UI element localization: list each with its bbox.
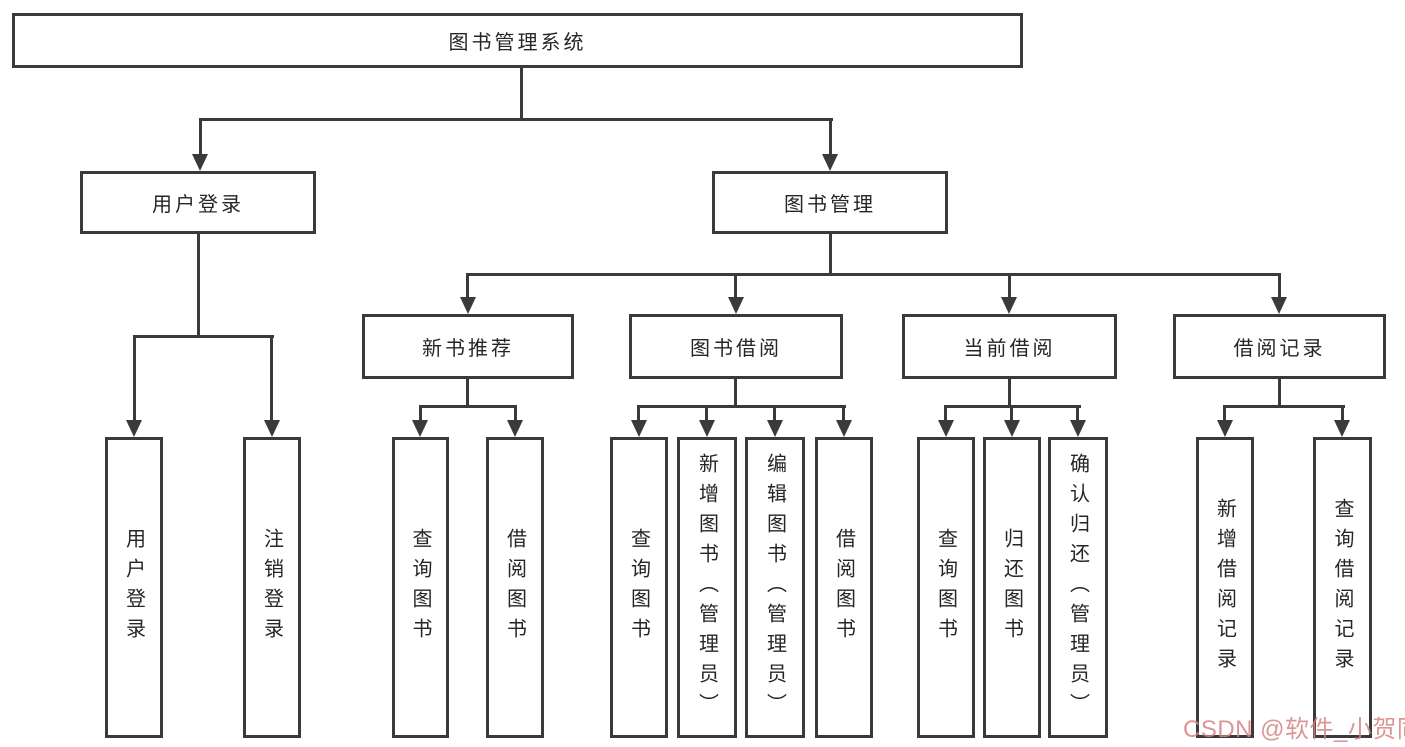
leaf-user-login: 用户登录 [105, 437, 163, 738]
arrow-down-icon [1004, 420, 1020, 437]
arrow-down-icon [507, 420, 523, 437]
leaf-confirm-return-admin: 确认归还（管理员） [1048, 437, 1108, 738]
arrow-down-icon [836, 420, 852, 437]
arrow-down-icon [822, 154, 838, 171]
leaf-add-book-admin: 新增图书（管理员） [677, 437, 737, 738]
connector-v [1223, 405, 1226, 422]
leaf-query-book-recommend: 查询图书 [392, 437, 449, 738]
leaf-return-book: 归还图书 [983, 437, 1041, 738]
leaf-query-borrow-record: 查询借阅记录 [1313, 437, 1372, 738]
arrow-down-icon [699, 420, 715, 437]
connector-v [197, 234, 200, 337]
connector-h [133, 335, 274, 338]
connector-v [734, 379, 737, 407]
connector-v [466, 379, 469, 407]
connector-v [1008, 379, 1011, 407]
node-book-manage: 图书管理 [712, 171, 948, 234]
arrow-down-icon [938, 420, 954, 437]
connector-v [1341, 405, 1344, 422]
connector-v [637, 405, 640, 422]
connector-v [705, 405, 708, 422]
leaf-add-borrow-record: 新增借阅记录 [1196, 437, 1254, 738]
leaf-edit-book-admin: 编辑图书（管理员） [745, 437, 805, 738]
connector-v [734, 273, 737, 299]
connector-v [270, 335, 273, 422]
connector-h [637, 405, 846, 408]
leaf-logout: 注销登录 [243, 437, 301, 738]
connector-v [1010, 405, 1013, 422]
connector-v [1008, 273, 1011, 299]
arrow-down-icon [1070, 420, 1086, 437]
connector-v [829, 234, 832, 275]
arrow-down-icon [1217, 420, 1233, 437]
connector-v [944, 405, 947, 422]
arrow-down-icon [767, 420, 783, 437]
connector-v [1076, 405, 1079, 422]
node-user-login: 用户登录 [80, 171, 316, 234]
arrow-down-icon [264, 420, 280, 437]
connector-h [1223, 405, 1345, 408]
leaf-query-book-borrow: 查询图书 [610, 437, 668, 738]
arrow-down-icon [1001, 297, 1017, 314]
leaf-borrow-book-recommend: 借阅图书 [486, 437, 544, 738]
arrow-down-icon [192, 154, 208, 171]
leaf-query-book-current: 查询图书 [917, 437, 975, 738]
connector-h [199, 118, 833, 121]
connector-v [842, 405, 845, 422]
arrow-down-icon [1271, 297, 1287, 314]
arrow-down-icon [126, 420, 142, 437]
node-new-book-recommend: 新书推荐 [362, 314, 574, 379]
connector-v [466, 273, 469, 299]
connector-h [466, 273, 1281, 276]
leaf-borrow-book: 借阅图书 [815, 437, 873, 738]
connector-h [419, 405, 517, 408]
node-book-borrow: 图书借阅 [629, 314, 843, 379]
arrow-down-icon [460, 297, 476, 314]
connector-v [514, 405, 517, 422]
arrow-down-icon [631, 420, 647, 437]
connector-v [829, 118, 832, 156]
watermark: CSDN @软件_小贺同学 [1183, 716, 1405, 743]
connector-v [1278, 379, 1281, 407]
connector-v [419, 405, 422, 422]
node-borrow-record: 借阅记录 [1173, 314, 1386, 379]
connector-v [1278, 273, 1281, 299]
connector-v [520, 67, 523, 119]
connector-v [199, 118, 202, 156]
arrow-down-icon [1334, 420, 1350, 437]
connector-v [773, 405, 776, 422]
connector-v [133, 335, 136, 422]
node-current-borrow: 当前借阅 [902, 314, 1117, 379]
root-node: 图书管理系统 [12, 13, 1023, 68]
arrow-down-icon [728, 297, 744, 314]
arrow-down-icon [412, 420, 428, 437]
